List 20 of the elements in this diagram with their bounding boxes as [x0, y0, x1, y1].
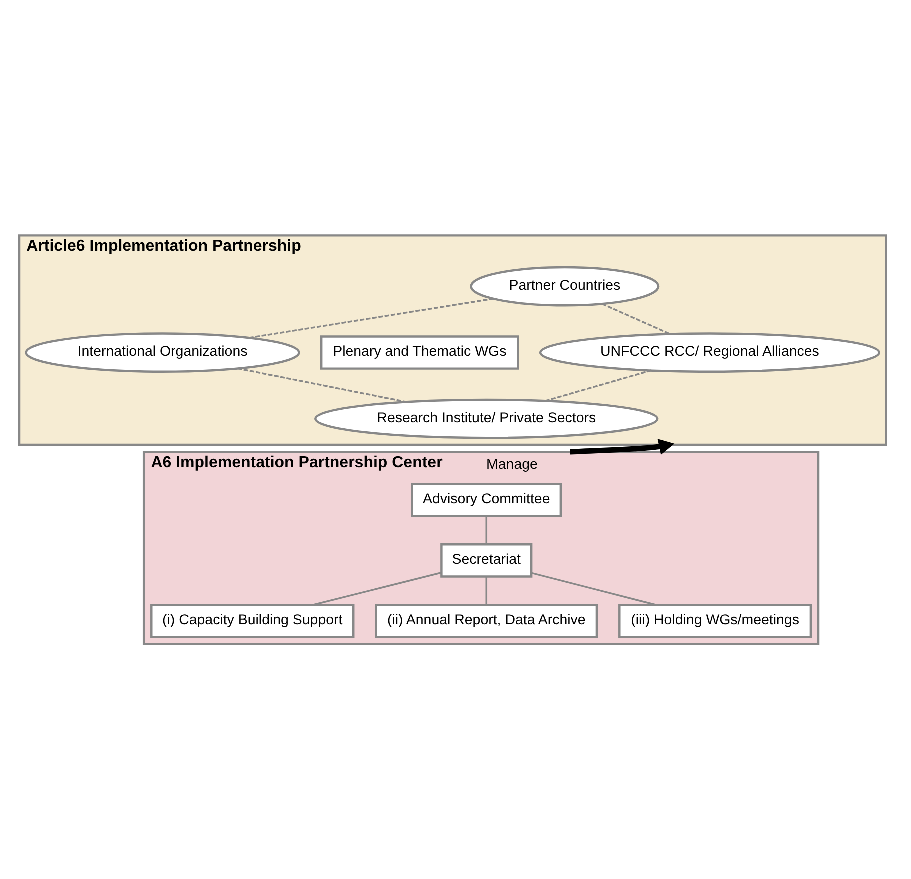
node-box: Advisory Committee — [411, 482, 562, 517]
node-box: Plenary and Thematic WGs — [320, 335, 520, 370]
connector — [602, 302, 671, 335]
node-ellipse: International Organizations — [25, 332, 300, 372]
connector — [312, 572, 442, 606]
node-box: (iii) Holding WGs/meetings — [618, 604, 812, 638]
connector — [248, 298, 494, 338]
node-box: Secretariat — [440, 543, 533, 578]
node-ellipse: Partner Countries — [470, 266, 660, 306]
node-box: (ii) Annual Report, Data Archive — [375, 604, 598, 638]
connector — [238, 367, 407, 403]
edge-label: Manage — [486, 456, 538, 472]
node-box: (i) Capacity Building Support — [150, 604, 355, 638]
connector — [486, 516, 488, 544]
connector — [532, 572, 657, 606]
connector — [486, 576, 488, 604]
node-ellipse: UNFCCC RCC/ Regional Alliances — [539, 332, 880, 372]
node-ellipse: Research Institute/ Private Sectors — [314, 398, 659, 439]
connector — [544, 369, 652, 402]
arrow — [570, 438, 675, 455]
